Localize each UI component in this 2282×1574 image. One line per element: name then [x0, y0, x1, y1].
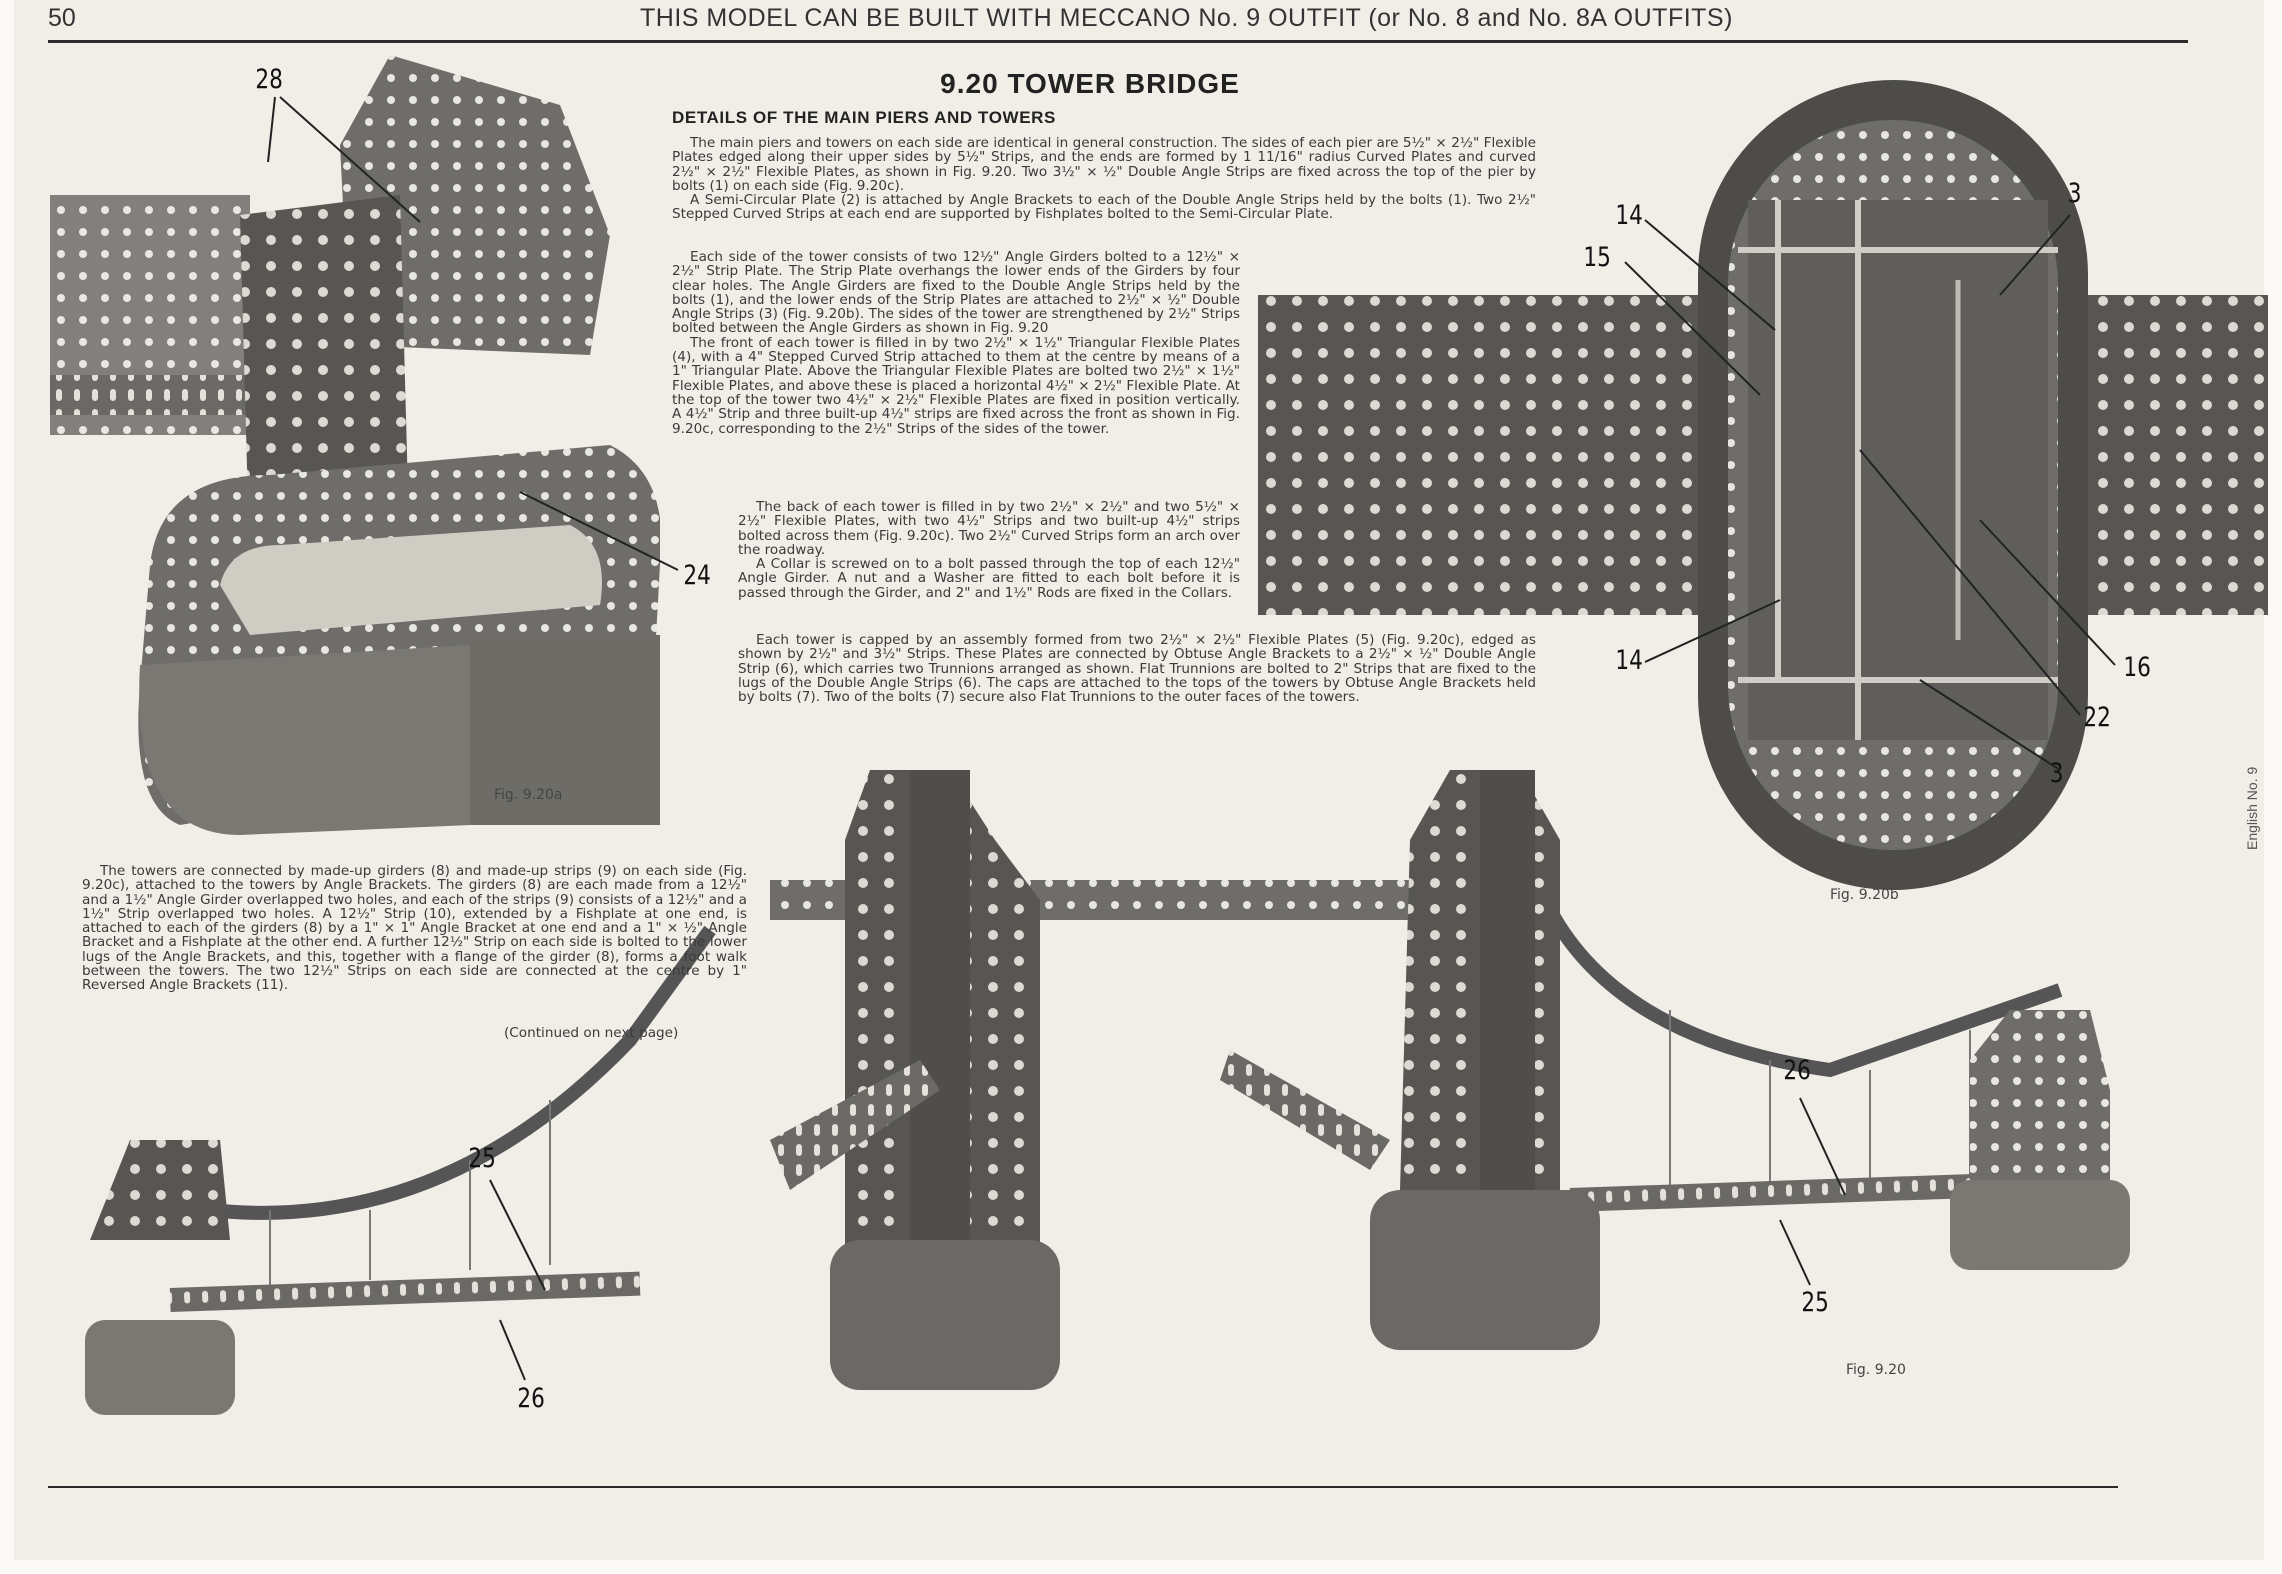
leader-lines-a: [267, 96, 679, 571]
paragraph: Each side of the tower consists of two 1…: [672, 249, 1240, 337]
callout-3-top: 3: [2067, 178, 2082, 209]
callout-15: 15: [1583, 242, 1611, 273]
fig-9-20a-caption: Fig. 9.20a: [494, 787, 563, 803]
callout-24: 24: [683, 560, 711, 591]
callout-28: 28: [255, 64, 283, 95]
callout-25-right: 25: [1801, 1287, 1829, 1318]
paragraph: A Collar is screwed on to a bolt passed …: [738, 556, 1240, 601]
callout-22: 22: [2083, 702, 2111, 733]
fig-9-20b-photo: [1258, 80, 2268, 890]
article-title: 9.20 TOWER BRIDGE: [940, 68, 1240, 99]
fig-9-20-caption: Fig. 9.20: [1846, 1362, 1906, 1378]
side-note: English No. 9: [2244, 766, 2260, 850]
header-rule: [48, 40, 2188, 43]
footer-rule: [48, 1486, 2118, 1488]
callout-26-right: 26: [1783, 1055, 1811, 1086]
callout-14-bottom: 14: [1615, 645, 1643, 676]
page-number: 50: [48, 4, 76, 32]
paragraph: The main piers and towers on each side a…: [672, 135, 1536, 194]
body-text-indented: The back of each tower is filled in by t…: [738, 500, 1240, 600]
paragraph: The towers are connected by made-up gird…: [82, 863, 747, 994]
section-subheading: DETAILS OF THE MAIN PIERS AND TOWERS: [672, 108, 1056, 127]
continued-note: (Continued on next page): [504, 1025, 679, 1041]
leader-lines-main: [489, 1097, 1846, 1381]
fig-9-20-bridge-photo: [85, 770, 2130, 1415]
callout-14-top: 14: [1615, 200, 1643, 231]
body-text-wide: Each tower is capped by an assembly form…: [738, 632, 1536, 706]
callout-26-left: 26: [517, 1383, 545, 1414]
paragraph: Each tower is capped by an assembly form…: [738, 632, 1536, 706]
paragraph: The front of each tower is filled in by …: [672, 334, 1240, 437]
body-text-column: Each side of the tower consists of two 1…: [672, 250, 1240, 436]
running-title: THIS MODEL CAN BE BUILT WITH MECCANO No.…: [640, 4, 1733, 32]
body-text-top: The main piers and towers on each side a…: [672, 136, 1536, 222]
paragraph: The back of each tower is filled in by t…: [738, 499, 1240, 558]
fig-9-20b-caption: Fig. 9.20b: [1830, 887, 1899, 903]
callout-25-left: 25: [468, 1143, 496, 1174]
paragraph: A Semi-Circular Plate (2) is attached by…: [672, 192, 1536, 223]
callout-16: 16: [2123, 652, 2151, 683]
fig-9-20a-photo: [50, 55, 660, 835]
leader-lines-b: [1624, 214, 2116, 771]
body-text-bottom: The towers are connected by made-up gird…: [82, 864, 747, 993]
